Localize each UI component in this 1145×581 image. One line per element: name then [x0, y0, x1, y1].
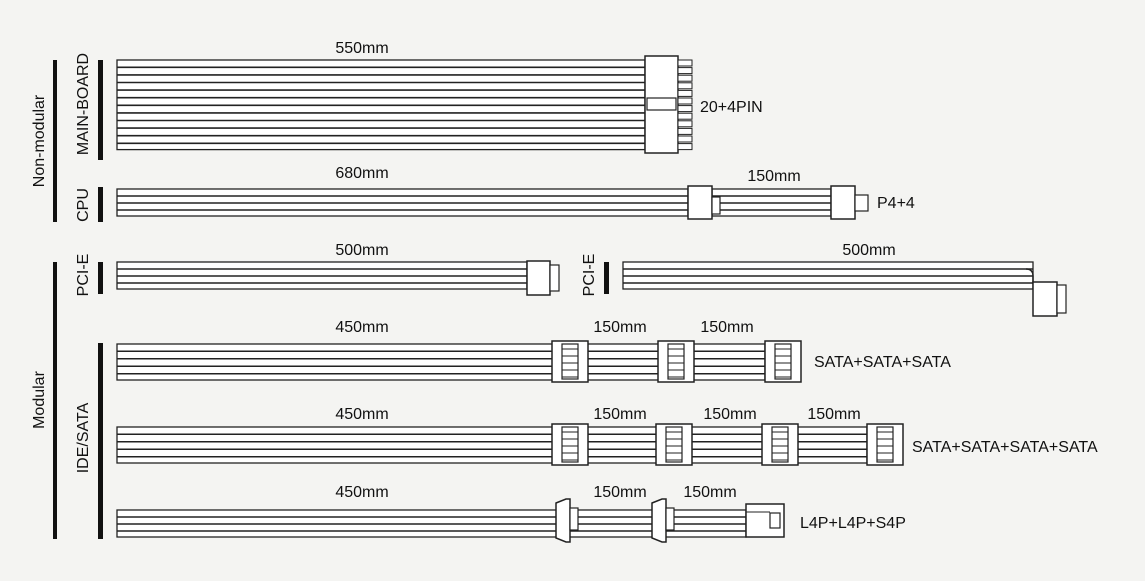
- sata3-length-1: 450mm: [335, 319, 388, 336]
- l4p-length-3: 150mm: [683, 484, 736, 501]
- main-board-pin: [677, 82, 693, 90]
- sata3-length-2: 150mm: [593, 319, 646, 336]
- ide-sata-bar: [98, 343, 103, 539]
- cpu-cable: 680mm 150mm P4+4: [116, 165, 915, 220]
- sata4-length-4: 150mm: [807, 406, 860, 423]
- cpu-connector-2: [830, 185, 856, 220]
- non-modular-bracket: [53, 60, 57, 222]
- cpu-connector-2-tab: [854, 194, 869, 212]
- l4p-connector-1: [555, 498, 571, 543]
- main-board-pin: [677, 120, 693, 128]
- l4p-connector-2: [651, 498, 667, 543]
- l4p-cable: 450mm 150mm 150mm L4P+L4P+S4P: [116, 484, 906, 543]
- pcie-right-connector: [1032, 281, 1058, 317]
- cpu-length-1: 680mm: [335, 165, 388, 182]
- main-board-pin: [677, 105, 693, 113]
- pcie-left-label: PCI-E: [75, 254, 92, 297]
- modular-bracket: [53, 262, 57, 539]
- non-modular-label: Non-modular: [31, 94, 48, 187]
- main-board-pin: [677, 135, 693, 143]
- sata4-length-1: 450mm: [335, 406, 388, 423]
- ide-sata-label: IDE/SATA: [75, 402, 92, 473]
- modular-label: Modular: [31, 370, 48, 428]
- l4p-connector-2-tab: [665, 507, 675, 531]
- sata3-connector-label: SATA+SATA+SATA: [814, 354, 951, 371]
- pcie-left-bar: [98, 262, 103, 294]
- main-board-bar: [98, 60, 103, 160]
- main-board-pin: [677, 143, 693, 151]
- main-board-pin: [677, 74, 693, 82]
- cpu-connector-1-tab: [711, 196, 721, 215]
- sata3-cable: 450mm 150mm 150mm SATA+SATA+SATA: [116, 319, 951, 383]
- pcie-right-bend: [1025, 268, 1034, 284]
- pcie-right-cable: 500mm: [622, 242, 1067, 317]
- pcie-right-length: 500mm: [842, 242, 895, 259]
- main-board-pin: [677, 59, 693, 67]
- l4p-length-2: 150mm: [593, 484, 646, 501]
- sata4-bundle: [116, 426, 868, 464]
- main-board-cable: 550mm 20+4PIN: [116, 40, 763, 154]
- cpu-label: CPU: [75, 188, 92, 222]
- main-board-connector-label: 20+4PIN: [700, 99, 763, 116]
- cpu-bar: [98, 187, 103, 222]
- main-board-pin: [677, 127, 693, 135]
- pcie-right-label: PCI-E: [581, 254, 598, 297]
- cpu-connector-1: [687, 185, 713, 220]
- main-board-pin: [677, 67, 693, 75]
- l4p-connector-1-tab: [569, 507, 579, 531]
- sata4-cable: 450mm 150mm 150mm 150mm SATA+SATA+SATA+S…: [116, 406, 1098, 466]
- cpu-connector-label: P4+4: [877, 195, 915, 212]
- s4p-connector-slot: [769, 512, 781, 529]
- sata4-connector-label: SATA+SATA+SATA+SATA: [912, 439, 1098, 456]
- cpu-length-2: 150mm: [747, 168, 800, 185]
- pcie-right-connector-tab: [1056, 284, 1067, 314]
- pcie-left-connector-tab: [549, 264, 560, 292]
- pcie-left-connector: [526, 260, 551, 296]
- main-board-pin: [677, 97, 693, 105]
- l4p-connector-label: L4P+L4P+S4P: [800, 515, 906, 532]
- main-board-pin: [677, 112, 693, 120]
- pcie-left-length: 500mm: [335, 242, 388, 259]
- main-board-label: MAIN-BOARD: [75, 53, 92, 155]
- main-board-length: 550mm: [335, 40, 388, 57]
- pcie-left-cable: 500mm: [116, 242, 560, 296]
- sata4-length-3: 150mm: [703, 406, 756, 423]
- pcie-right-bar: [604, 262, 609, 294]
- main-board-pin: [677, 89, 693, 97]
- main-board-latch: [646, 97, 677, 111]
- sata4-length-2: 150mm: [593, 406, 646, 423]
- l4p-length-1: 450mm: [335, 484, 388, 501]
- sata3-length-3: 150mm: [700, 319, 753, 336]
